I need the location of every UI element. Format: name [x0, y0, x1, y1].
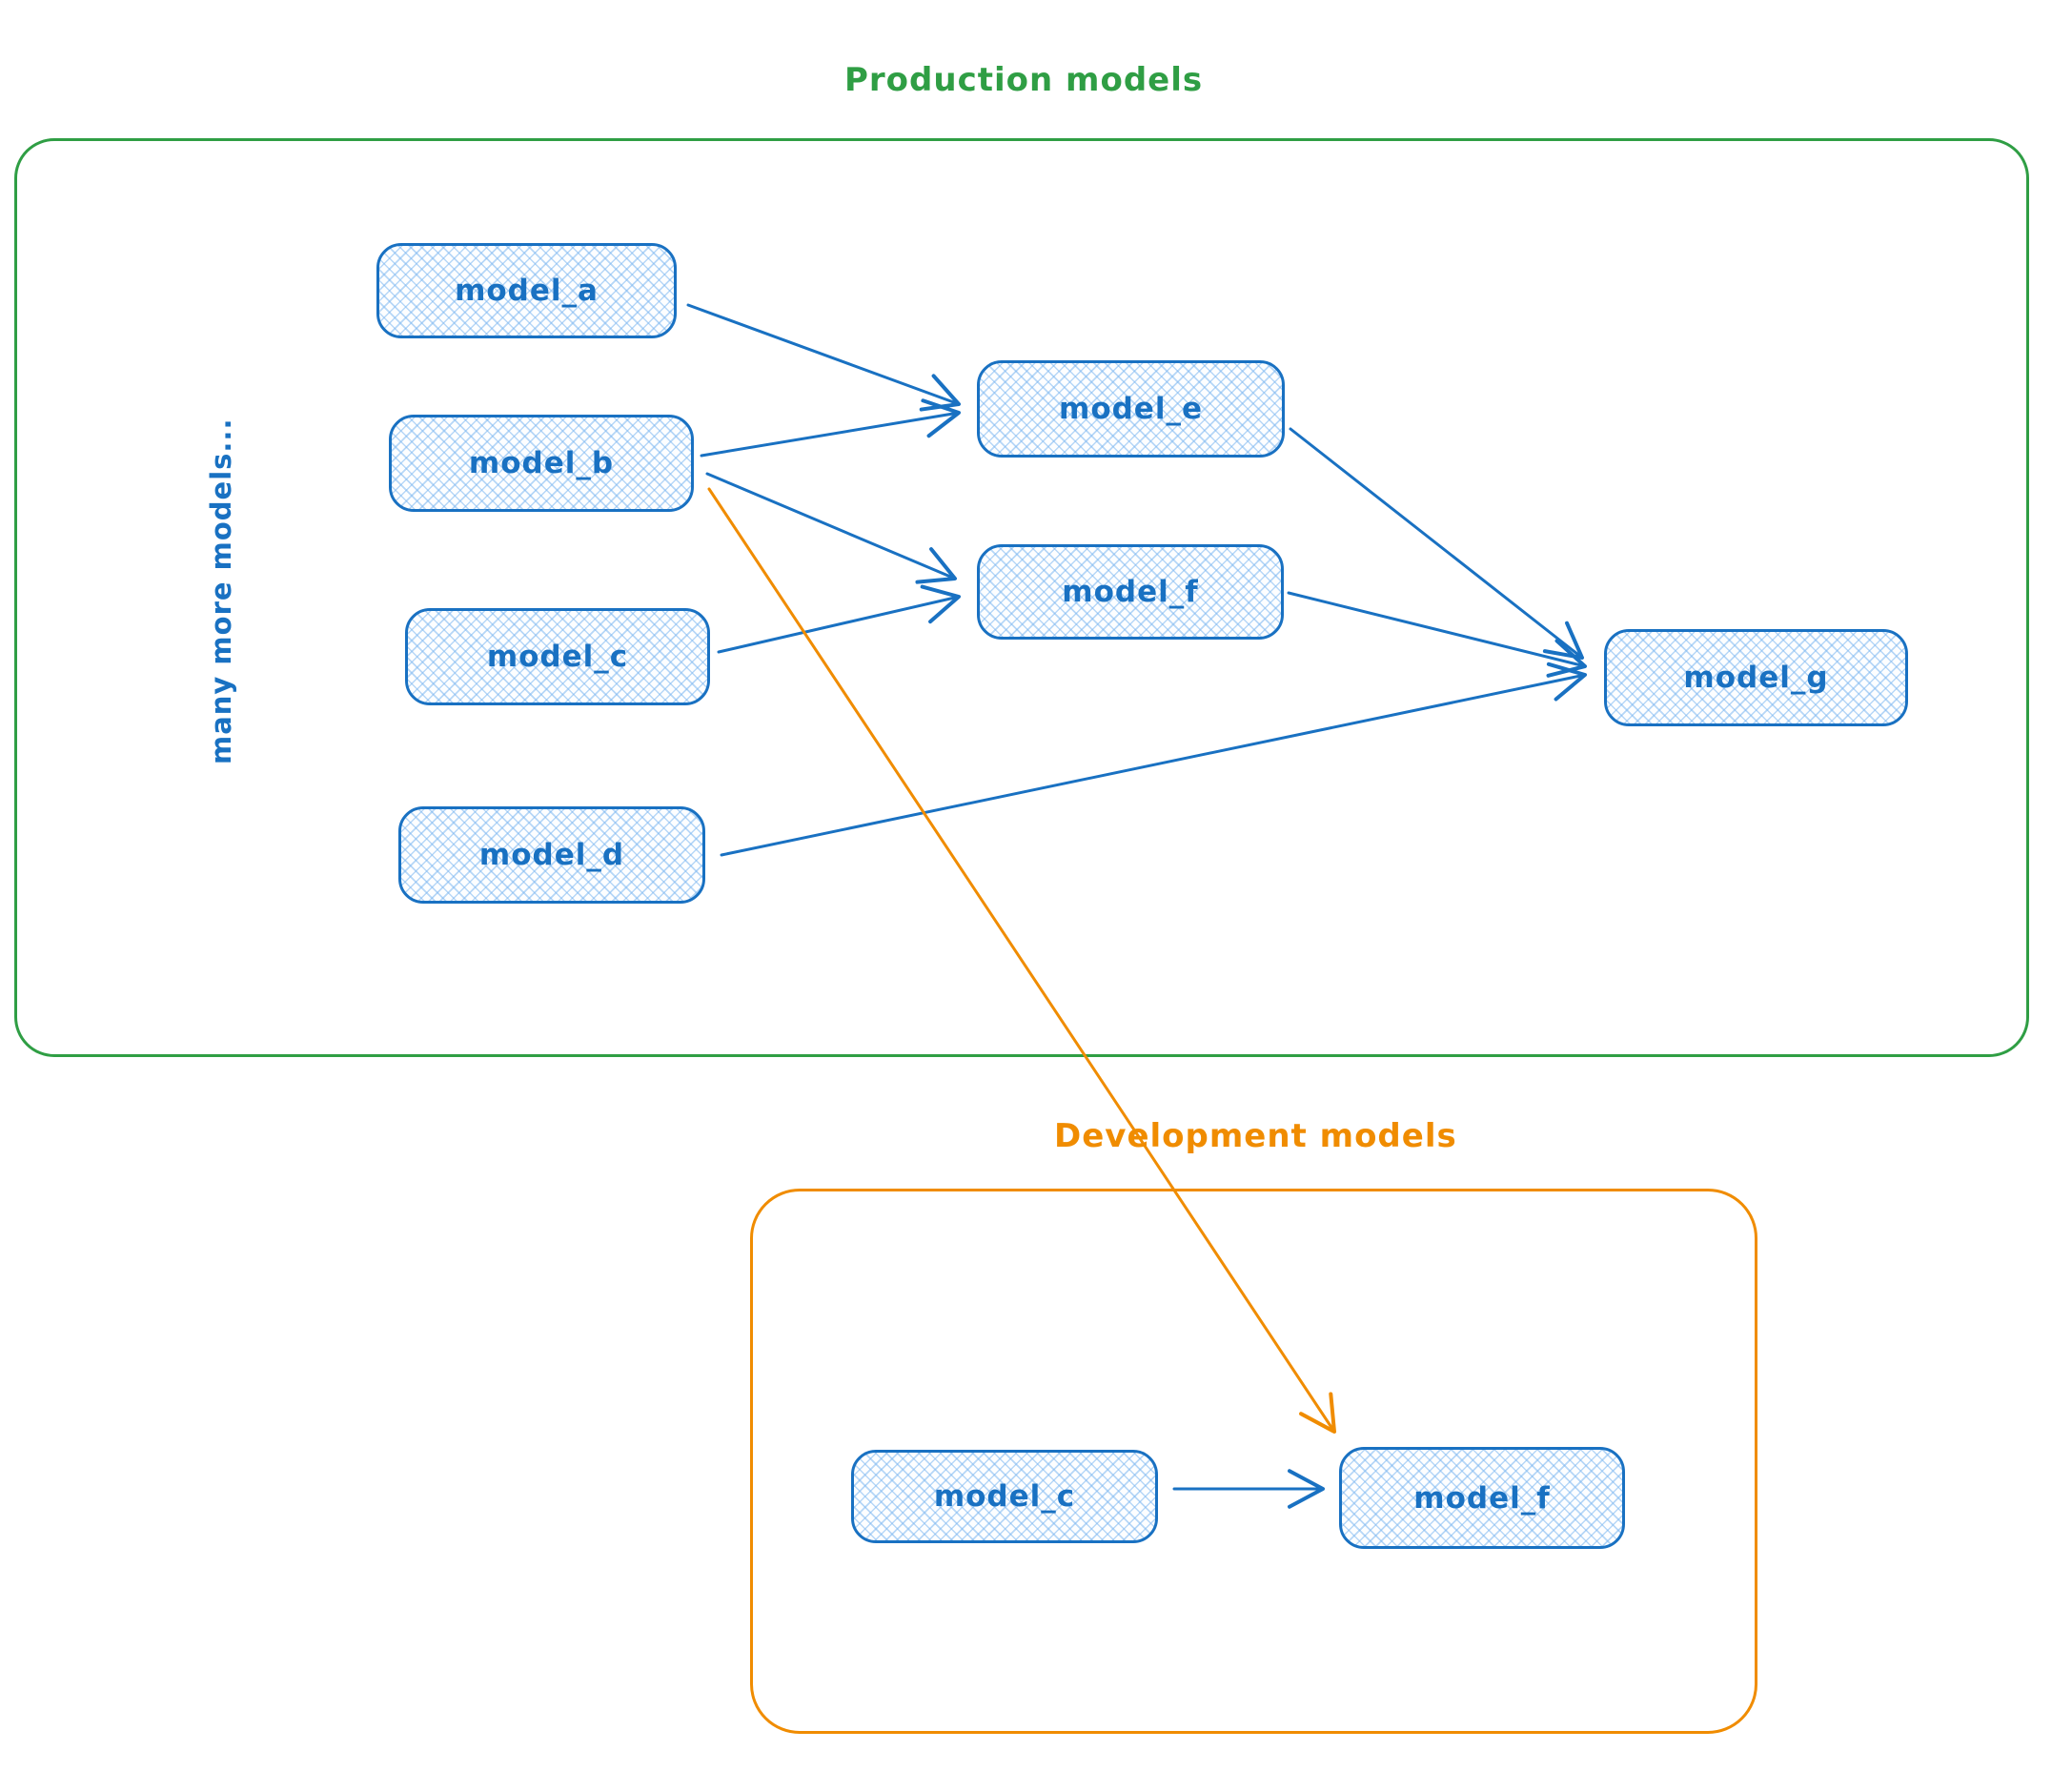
node-dev-model-f: model_f — [1339, 1447, 1625, 1549]
node-model-c: model_c — [405, 608, 710, 705]
node-model-c-label: model_c — [486, 640, 629, 674]
node-model-f-label: model_f — [1062, 575, 1199, 609]
node-model-e: model_e — [977, 360, 1285, 458]
node-dev-model-c: model_c — [851, 1450, 1158, 1543]
node-model-e-label: model_e — [1059, 392, 1203, 426]
node-model-d-label: model_d — [478, 838, 625, 872]
node-model-d: model_d — [398, 806, 705, 904]
node-model-g: model_g — [1604, 629, 1908, 726]
node-model-a-label: model_a — [455, 274, 599, 308]
node-dev-model-c-label: model_c — [933, 1479, 1076, 1514]
production-group-title: Production models — [844, 61, 1204, 99]
node-model-a: model_a — [376, 243, 677, 338]
many-more-models-note: many more models... — [205, 417, 237, 764]
development-group-title: Development models — [1054, 1117, 1457, 1155]
node-model-f: model_f — [977, 544, 1284, 640]
node-model-b-label: model_b — [468, 446, 615, 480]
node-model-g-label: model_g — [1683, 661, 1829, 695]
node-dev-model-f-label: model_f — [1413, 1480, 1551, 1516]
node-model-b: model_b — [389, 415, 694, 512]
